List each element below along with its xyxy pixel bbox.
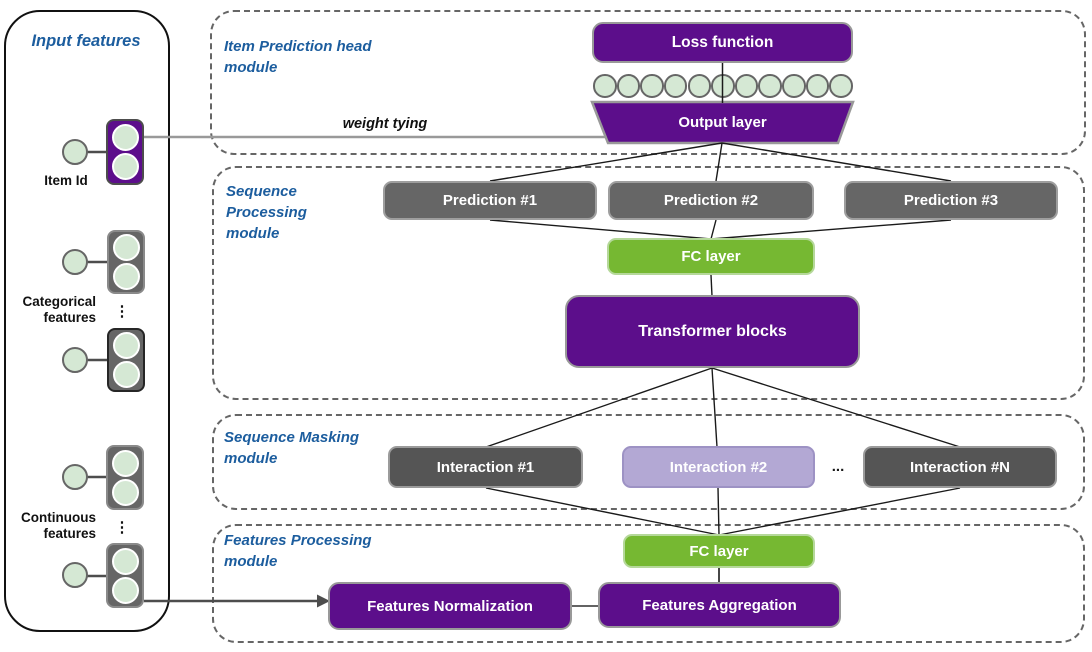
item-id-label: Item Id [44, 173, 88, 188]
softmax-unit-circle [593, 74, 617, 98]
softmax-unit-circle [711, 74, 735, 98]
prediction-1-box: Prediction #1 [383, 181, 597, 220]
softmax-unit-circle [640, 74, 664, 98]
fc-layer-box: FC layer [607, 238, 815, 275]
continuous-ellipsis: ⋮ [114, 519, 130, 536]
softmax-unit-circle [663, 74, 688, 98]
continuous-embedding-box [106, 543, 144, 608]
prediction-3-box: Prediction #3 [844, 181, 1058, 220]
softmax-unit-circle [687, 74, 712, 98]
continuous-features-label: Continuous features [21, 510, 96, 541]
interaction-2-box: Interaction #2 [622, 446, 815, 488]
features-aggregation-box: Features Aggregation [598, 582, 841, 628]
softmax-circles [593, 74, 853, 98]
continuous-input-node [62, 464, 88, 490]
embedding-node [111, 547, 139, 575]
sequence-processing-module-title: Sequence Processing module [226, 183, 307, 242]
output-layer-label: Output layer [678, 114, 767, 131]
softmax-unit-circle [616, 74, 641, 98]
embedding-node [112, 234, 140, 261]
softmax-unit-circle [734, 74, 759, 98]
item-prediction-module-title: Item Prediction head module [224, 38, 372, 76]
embedding-node [111, 576, 139, 604]
softmax-unit-circle [758, 74, 782, 98]
loss-function-box: Loss function [592, 22, 853, 63]
sequence-masking-module-title: Sequence Masking module [224, 429, 360, 467]
features-fc-layer-box: FC layer [623, 534, 815, 568]
input-features-panel [4, 10, 170, 632]
embedding-node [111, 124, 139, 151]
features-processing-module-title: Features Processing module [224, 532, 372, 570]
prediction-2-box: Prediction #2 [608, 181, 814, 220]
features-normalization-box: Features Normalization [328, 582, 572, 630]
categorical-input-node [62, 249, 88, 275]
embedding-node [111, 478, 139, 506]
softmax-unit-circle [805, 74, 830, 98]
softmax-unit-circle [829, 74, 853, 98]
embedding-node [112, 361, 140, 388]
interaction-n-box: Interaction #N [863, 446, 1057, 488]
interaction-1-box: Interaction #1 [388, 446, 583, 488]
categorical-input-node [62, 347, 88, 373]
interaction-ellipsis: ... [831, 458, 845, 475]
continuous-input-node [62, 562, 88, 588]
item-id-embedding-box [106, 119, 144, 185]
softmax-unit-circle [782, 74, 806, 98]
embedding-node [112, 263, 140, 290]
categorical-embedding-box [107, 230, 145, 294]
input-features-title: Input features [31, 32, 141, 50]
categorical-features-label: Categorical features [22, 294, 96, 325]
categorical-embedding-box [107, 328, 145, 392]
transformer-blocks-box: Transformer blocks [565, 295, 860, 368]
weight-tying-label: weight tying [342, 116, 428, 132]
embedding-node [111, 153, 139, 180]
item-id-input-node [62, 139, 88, 165]
continuous-embedding-box [106, 445, 144, 510]
embedding-node [111, 449, 139, 477]
embedding-node [112, 332, 140, 359]
categorical-ellipsis: ⋮ [114, 303, 130, 320]
